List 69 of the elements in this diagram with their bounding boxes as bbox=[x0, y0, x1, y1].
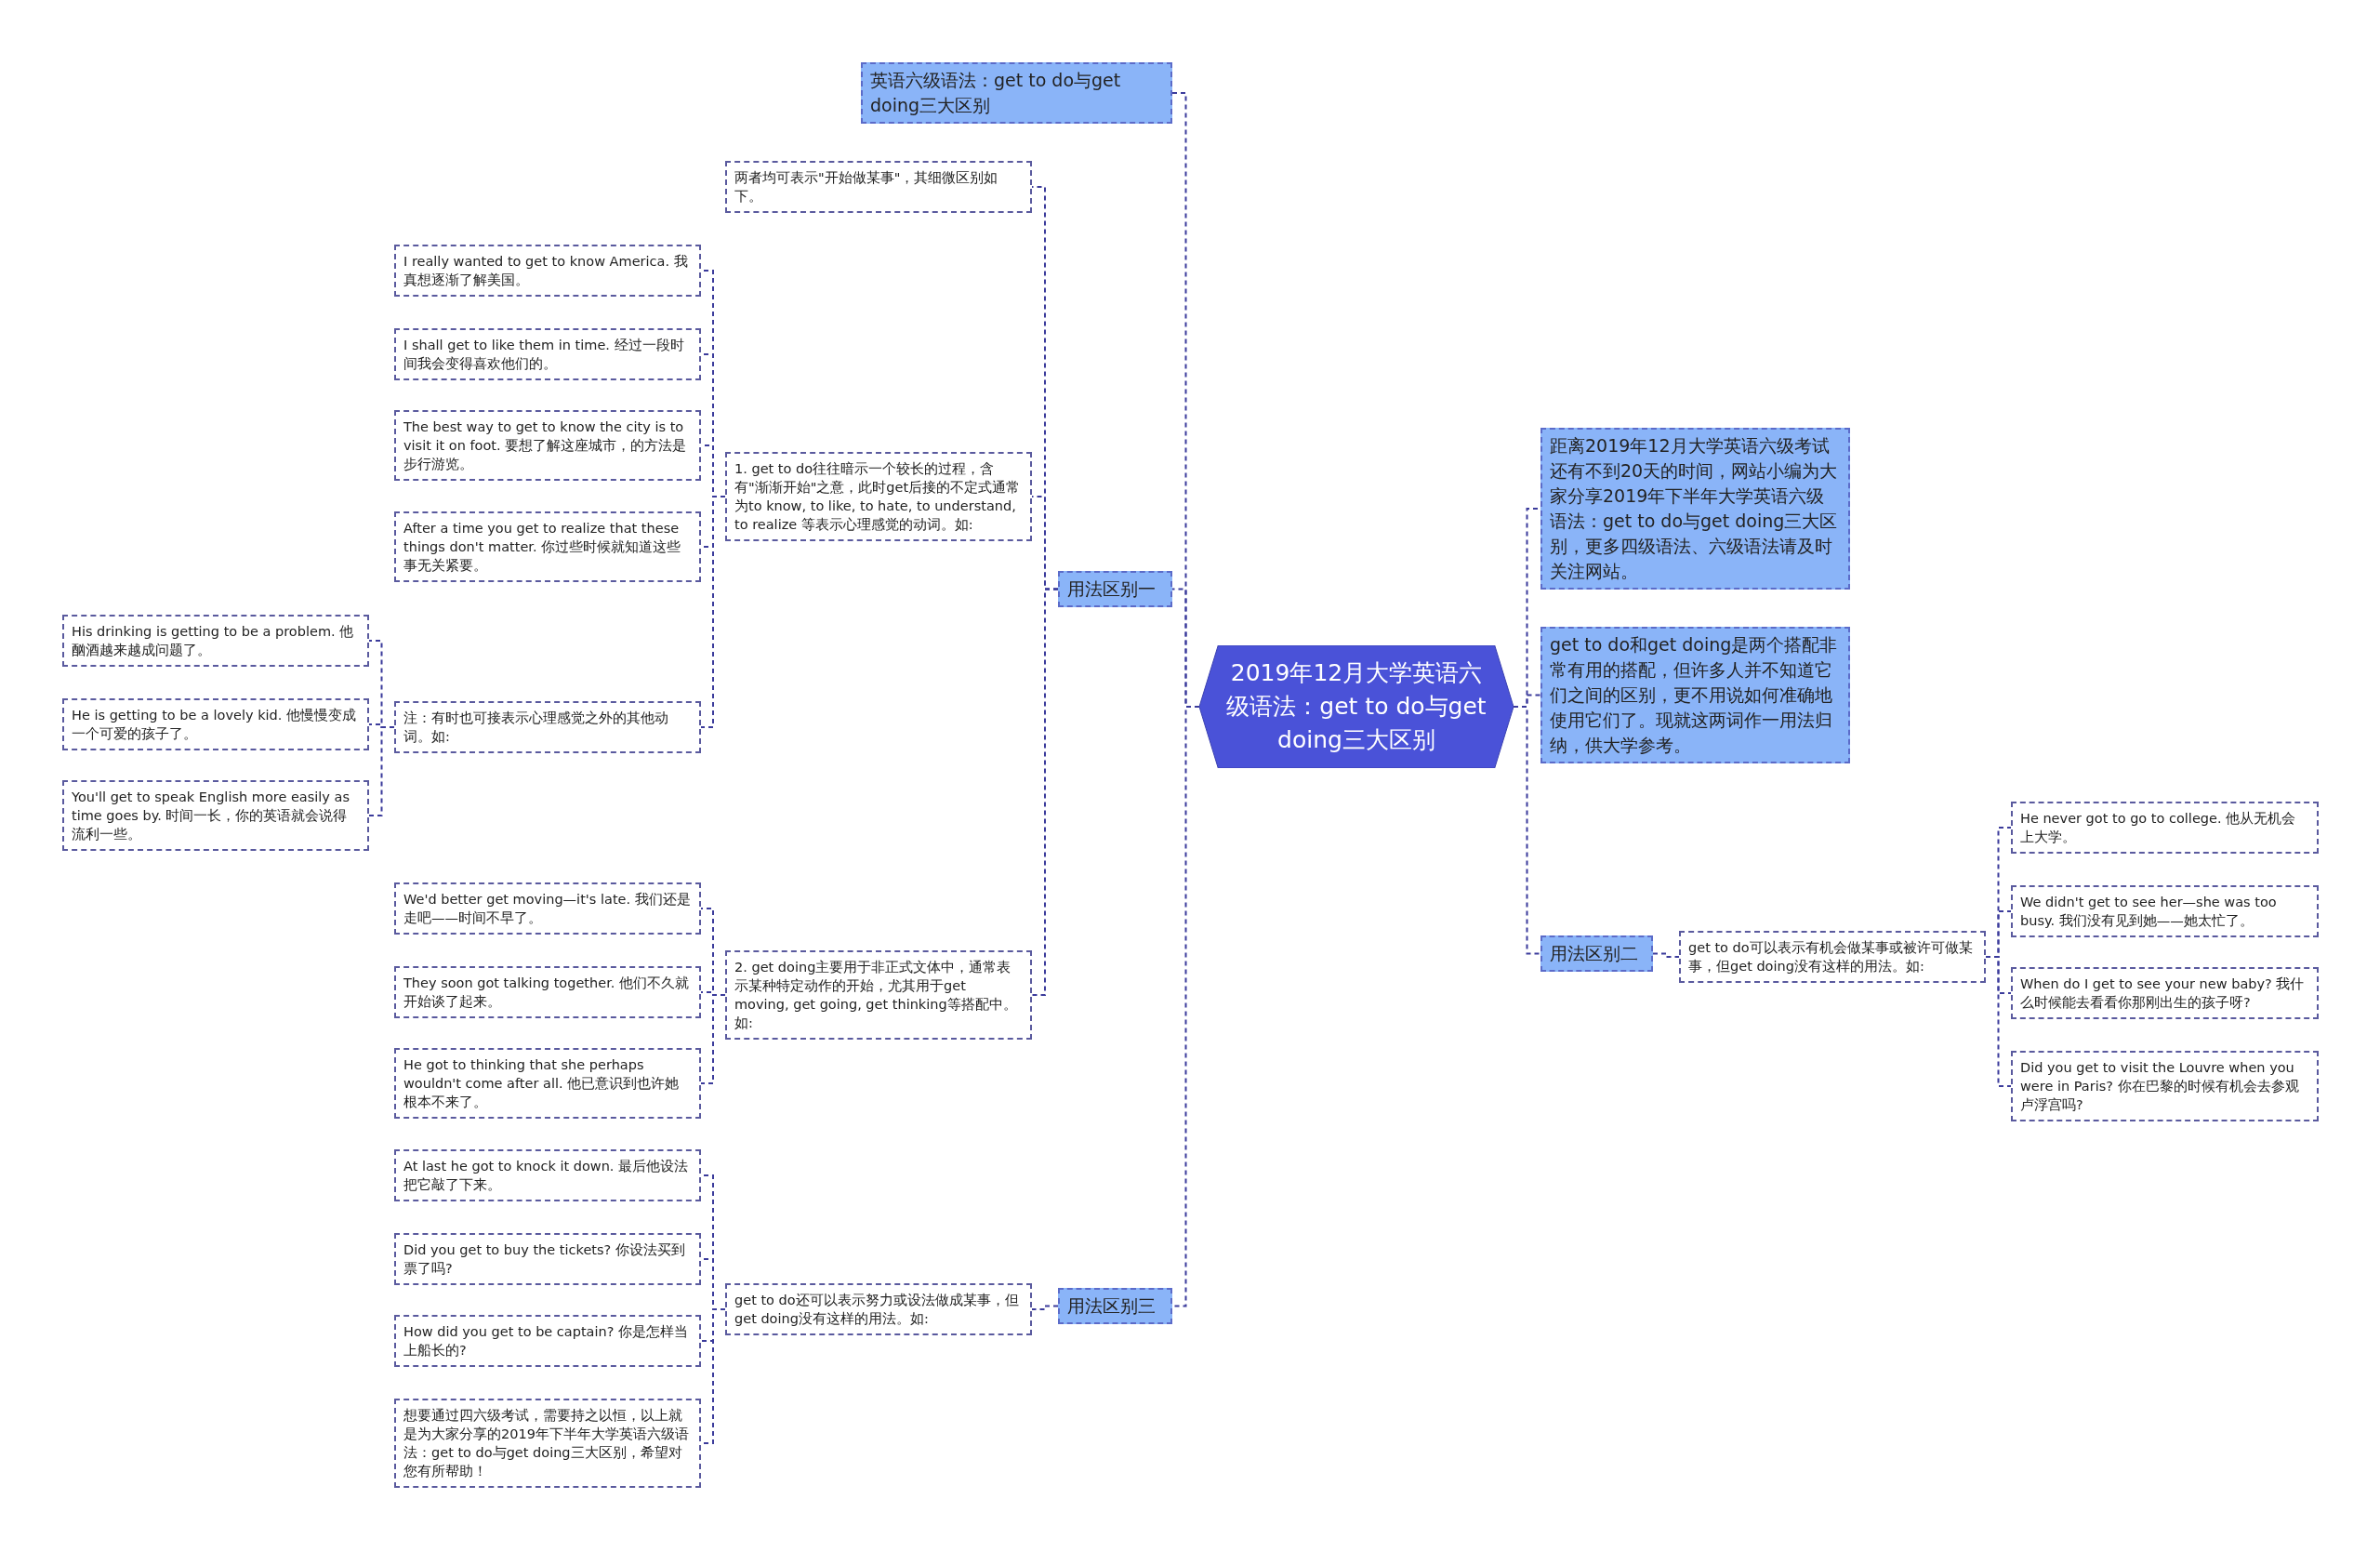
topic-hexagon bbox=[1199, 645, 1514, 768]
node-text: 注：有时也可接表示心理感觉之外的其他动词。如: bbox=[403, 710, 669, 746]
connector-line bbox=[1031, 588, 1059, 996]
topic-box bbox=[1058, 571, 1172, 607]
note-box bbox=[62, 780, 369, 851]
node-text: 2019年12月大学英语六级语法：get to do与get doing三大区别 bbox=[1225, 658, 1488, 755]
node-text: 用法区别三 bbox=[1067, 1294, 1157, 1318]
note-box bbox=[725, 950, 1032, 1040]
node-text: When do I get to see your new baby? 我什么时候能去看看你那刚出生的孩子呀? bbox=[2020, 975, 2306, 1012]
node-text: get to do可以表示有机会做某事或被许可做某事，但get doing没有这样的用法。如: bbox=[1688, 939, 1974, 975]
node-text: get to do还可以表示努力或设法做成某事，但get doing没有这样的用法。如: bbox=[734, 1292, 1020, 1328]
connector-line bbox=[700, 994, 726, 1084]
node-text: You'll get to speak English more easily as time goes by. 时间一长，你的英语就会说得流利一些。 bbox=[72, 789, 350, 843]
note-box bbox=[725, 452, 1032, 541]
node-text: How did you get to be captain? 你是怎样当上船长的? bbox=[403, 1323, 690, 1360]
node-text: 两者均可表示"开始做某事"，其细微区别如下。 bbox=[734, 169, 999, 206]
node-text: I shall get to like them in time. 经过一段时间我会变得喜欢他们的。 bbox=[403, 337, 685, 373]
node-text: Did you get to visit the Louvre when you were in Paris? 你在巴黎的时候有机会去参观卢浮宫吗? bbox=[2020, 1059, 2300, 1114]
note-box bbox=[2011, 885, 2319, 937]
node-text: After a time you get to realize that these things don't matter. 你过些时候就知道这些事无关紧要。 bbox=[403, 520, 682, 575]
node-text: 想要通过四六级考试，需要持之以恒，以上就是为大家分享的2019年下半年大学英语六级语法：get to do与get doing三大区别，希望对您有所帮助！ bbox=[403, 1407, 690, 1480]
note-box bbox=[725, 161, 1032, 213]
node-text: get to do和get doing是两个搭配非常有用的搭配，但许多人并不知道它们之间的区别，更不用说如何准确地使用它们了。现就这两词作一用法归纳，供大学参考。 bbox=[1550, 633, 1839, 757]
node-text: 距离2019年12月大学英语六级考试还有不到20天的时间，网站小编为大家分享2019年下半年大学英语六级语法：get to do与get doing三大区别，更多四级语法、六级语法请及时关注网站。 bbox=[1550, 434, 1839, 583]
node-text: The best way to get to know the city is to visit it on foot. 要想了解这座城市，的方法是步行游览。 bbox=[403, 418, 688, 473]
node-text: They soon got talking together. 他们不久就开始谈了起来。 bbox=[403, 975, 690, 1011]
node-text: He got to thinking that she perhaps wouldn't come after all. 他已意识到也许她根本不来了。 bbox=[403, 1056, 681, 1111]
note-box bbox=[394, 701, 701, 753]
connector-line bbox=[1513, 706, 1541, 955]
node-text: I really wanted to get to know America. 我真想逐渐了解美国。 bbox=[403, 253, 689, 289]
node-text: His drinking is getting to be a problem. 他酗酒越来越成问题了。 bbox=[72, 623, 355, 659]
note-box bbox=[394, 511, 701, 582]
note-box bbox=[2011, 802, 2319, 854]
node-text: Did you get to buy the tickets? 你设法买到票了吗? bbox=[403, 1241, 686, 1278]
node-text: 1. get to do往往暗示一个较长的过程，含有"渐渐开始"之意，此时get后接的不定式通常为to know, to like, to hate, to understand, to realize 等表示心理感觉的动词。如: bbox=[734, 460, 1022, 534]
topic-box bbox=[861, 62, 1172, 124]
connector-line bbox=[1985, 956, 2012, 1087]
connector-line bbox=[1652, 952, 1680, 958]
node-text: At last he got to knock it down. 最后他设法把它敲了下来。 bbox=[403, 1158, 690, 1194]
note-box bbox=[394, 1399, 701, 1488]
note-box bbox=[1679, 931, 1986, 983]
note-box bbox=[62, 615, 369, 667]
node-text: We'd better get moving—it's late. 我们还是走吧——时间不早了。 bbox=[403, 891, 692, 927]
node-text: 2. get doing主要用于非正式文体中，通常表示某种特定动作的开始，尤其用于get moving, get going, get thinking等搭配中。如: bbox=[734, 959, 1018, 1032]
connector-line bbox=[700, 496, 726, 728]
topic-box bbox=[1058, 1288, 1172, 1324]
note-box bbox=[394, 1315, 701, 1367]
connector-line bbox=[1031, 1305, 1059, 1310]
connector-line bbox=[368, 726, 395, 816]
note-box bbox=[394, 1149, 701, 1201]
note-box bbox=[394, 328, 701, 380]
note-box bbox=[2011, 967, 2319, 1019]
note-box bbox=[394, 245, 701, 297]
note-box bbox=[394, 410, 701, 481]
topic-box bbox=[1540, 627, 1850, 763]
note-box bbox=[394, 966, 701, 1018]
node-text: He never got to go to college. 他从无机会上大学。 bbox=[2020, 810, 2297, 846]
note-box bbox=[394, 882, 701, 935]
node-text: 英语六级语法：get to do与get doing三大区别 bbox=[870, 69, 1122, 117]
note-box bbox=[394, 1233, 701, 1285]
note-box bbox=[2011, 1051, 2319, 1121]
note-box bbox=[394, 1048, 701, 1119]
node-text: We didn't get to see her—she was too busy. 我们没有见到她——她太忙了。 bbox=[2020, 894, 2278, 930]
node-text: He is getting to be a lovely kid. 他慢慢变成一个可爱的孩子了。 bbox=[72, 707, 358, 743]
topic-box bbox=[1540, 935, 1653, 972]
node-text: 用法区别一 bbox=[1067, 577, 1157, 601]
node-text: 用法区别二 bbox=[1550, 942, 1639, 965]
note-box bbox=[725, 1283, 1032, 1335]
note-box bbox=[62, 698, 369, 750]
